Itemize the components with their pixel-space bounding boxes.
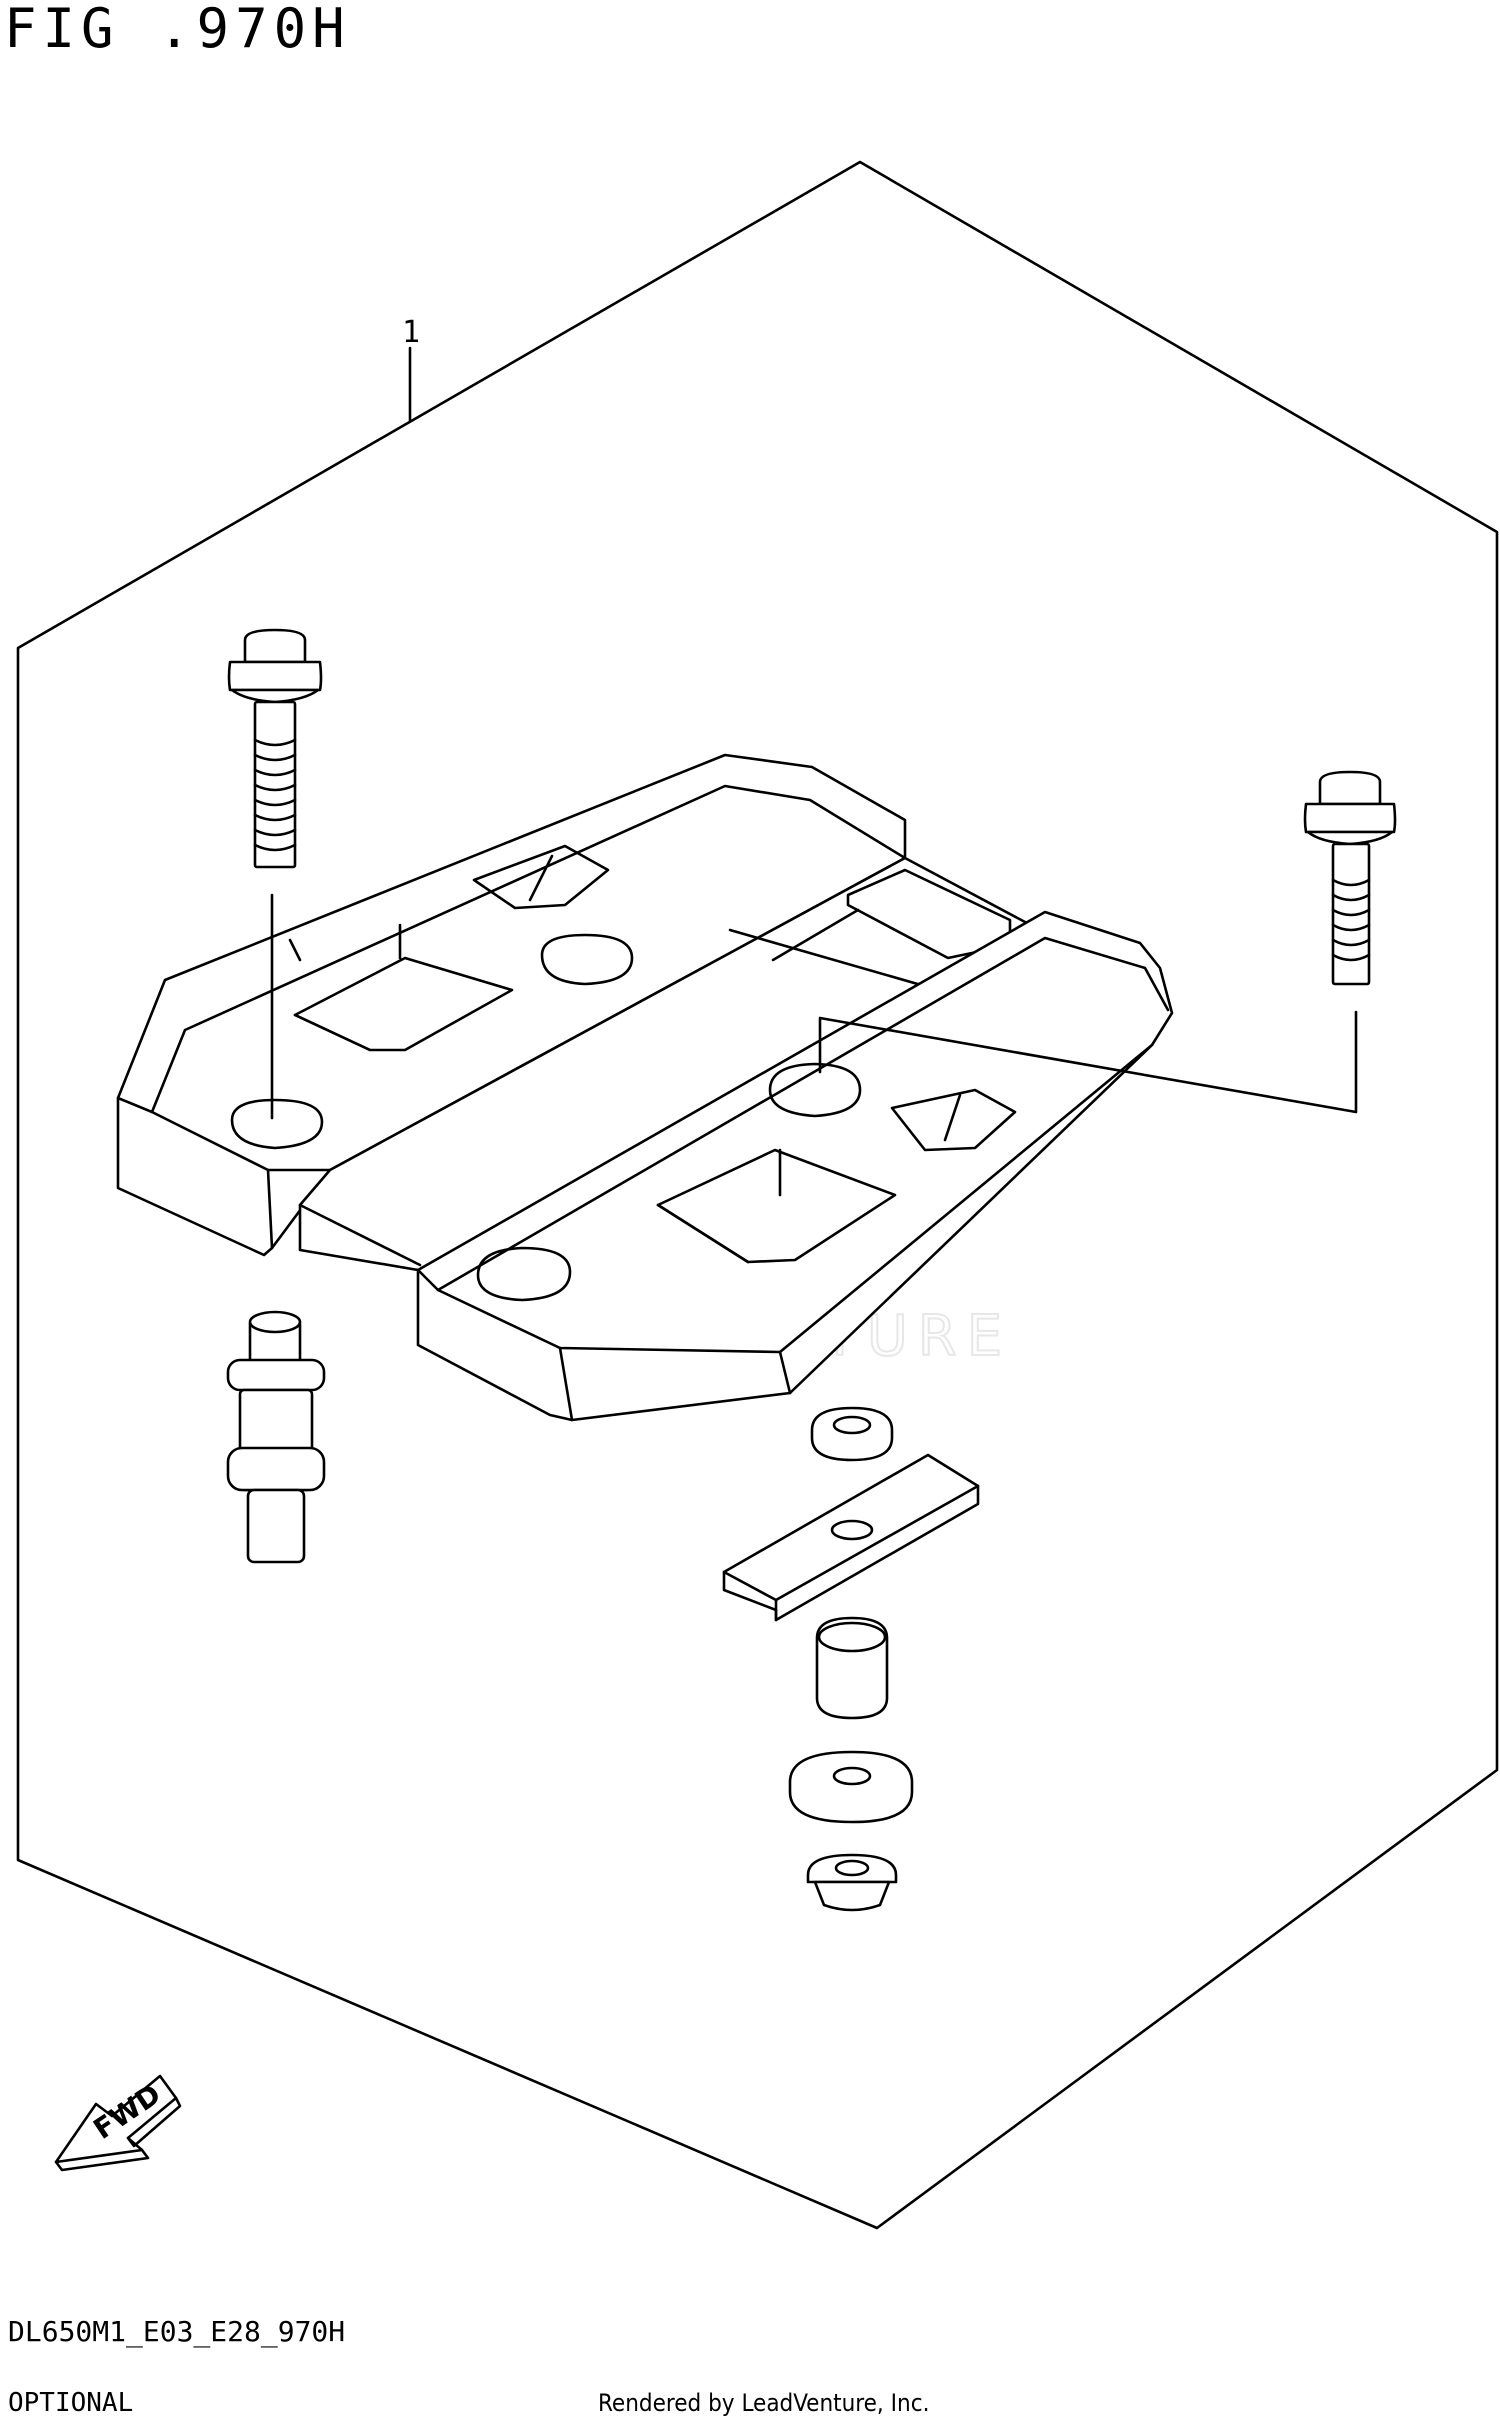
callout-number-1: 1 bbox=[402, 315, 420, 350]
left-plate-hole-rear bbox=[540, 933, 634, 986]
diagram-reference-code: DL650M1_E03_E28_970H bbox=[8, 2315, 346, 2348]
kit-boundary bbox=[16, 160, 1499, 2230]
left-plate-slot bbox=[472, 844, 610, 910]
washer-large bbox=[788, 1750, 914, 1824]
section-label: OPTIONAL bbox=[8, 2388, 134, 2418]
render-credit: Rendered by LeadVenture, Inc. bbox=[598, 2389, 930, 2417]
fwd-arrow-icon: FWD bbox=[54, 2074, 182, 2172]
right-flange-bolt bbox=[1303, 770, 1397, 986]
right-plate-hole-front bbox=[476, 1246, 572, 1302]
stud-spacer bbox=[226, 1310, 326, 1564]
backing-plate-strip bbox=[722, 1453, 980, 1622]
figure-title: FIG .970H bbox=[4, 0, 351, 60]
left-plate-rim bbox=[116, 784, 907, 1114]
flange-nut bbox=[806, 1853, 898, 1912]
carrier-plate bbox=[116, 753, 1174, 1422]
collar bbox=[815, 1616, 889, 1720]
leader-right-bolt bbox=[818, 1010, 1358, 1114]
left-flange-bolt bbox=[227, 628, 323, 869]
right-plate-rim bbox=[416, 936, 1170, 1292]
right-plate-hole-rear bbox=[768, 1062, 862, 1118]
washer-top bbox=[810, 1406, 894, 1462]
right-plate-slot bbox=[890, 1088, 1017, 1152]
left-plate-hole-front bbox=[230, 1098, 324, 1150]
